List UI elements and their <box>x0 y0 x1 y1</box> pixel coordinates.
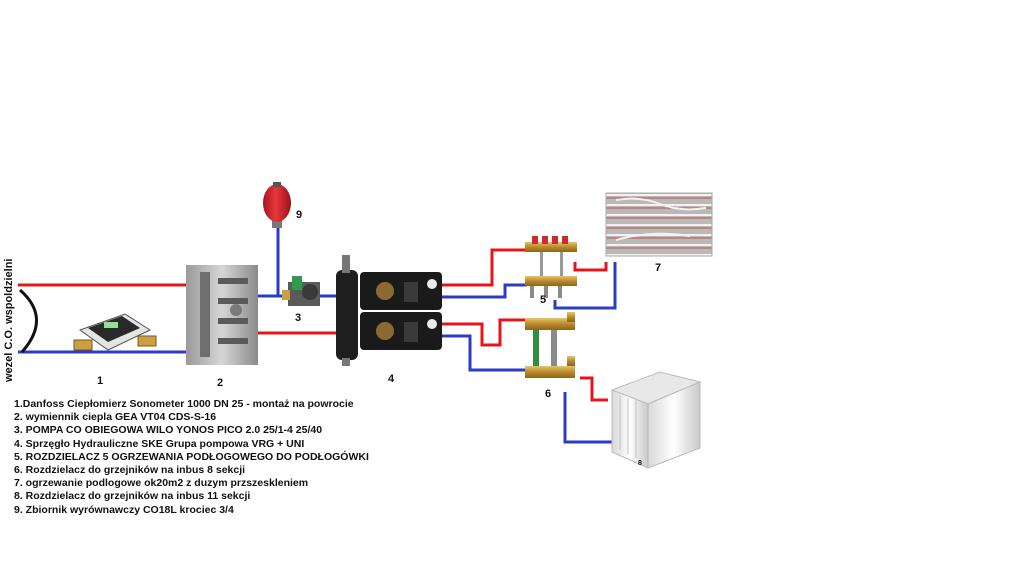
circulation-pump <box>282 276 320 306</box>
return-pipe-floor-out <box>553 262 617 310</box>
legend-item: 8. Rozdzielacz do grzejników na inbus 11… <box>14 490 251 503</box>
underfloor-heating-image <box>605 192 713 257</box>
return-pipe-floor-loop <box>440 283 527 299</box>
side-label: wezel C.O. wspoldzielni <box>3 259 15 383</box>
label-3: 3 <box>295 312 301 324</box>
floor-heating-manifold <box>525 236 577 298</box>
legend-item: 3. POMPA CO OBIEGOWA WILO YONOS PICO 2.0… <box>14 424 323 437</box>
supply-pipe-rad-out <box>580 376 608 402</box>
supply-pipe-rad-loop <box>440 318 527 347</box>
label-2: 2 <box>217 377 223 389</box>
label-6: 6 <box>545 388 551 400</box>
label-5: 5 <box>540 294 546 306</box>
label-9: 9 <box>296 209 302 221</box>
supply-pipes <box>18 248 608 402</box>
legend-item: 6. Rozdzielacz do grzejników na inbus 8 … <box>14 464 246 477</box>
return-pipe-rad-loop <box>440 334 527 372</box>
legend-item: 7. ogrzewanie podlogowe ok20m2 z duzym p… <box>14 477 309 490</box>
legend-item: 9. Zbiornik wyrównawczy CO18L krociec 3/… <box>14 503 234 516</box>
supply-pipe-floor-out <box>573 262 608 272</box>
label-1: 1 <box>97 375 103 387</box>
legend-item: 2. wymiennik ciepla GEA VT04 CDS-S-16 <box>14 411 217 424</box>
district-node-arc <box>19 288 38 353</box>
legend-item: 5. ROZDZIELACZ 5 OGRZEWANIA PODŁOGOWEGO … <box>14 450 369 463</box>
label-8: 8 <box>638 460 642 467</box>
label-7: 7 <box>655 262 661 274</box>
return-pipe-rad-out <box>563 392 615 444</box>
legend-item: 1.Danfoss Ciepłomierz Sonometer 1000 DN … <box>14 398 354 410</box>
hydraulic-coupler-group <box>336 255 442 366</box>
heat-exchanger <box>186 265 258 365</box>
supply-pipe-floor-loop <box>440 248 527 287</box>
legend-item: 4. Sprzęgło Hydrauliczne SKE Grupa pompo… <box>14 437 305 450</box>
radiator <box>610 371 702 469</box>
heat-meter <box>73 313 157 351</box>
legend-list: 1.Danfoss Ciepłomierz Sonometer 1000 DN … <box>14 398 434 517</box>
label-4: 4 <box>388 373 395 385</box>
expansion-tank <box>263 182 291 228</box>
radiator-manifold <box>525 312 575 378</box>
return-pipes <box>18 228 617 444</box>
